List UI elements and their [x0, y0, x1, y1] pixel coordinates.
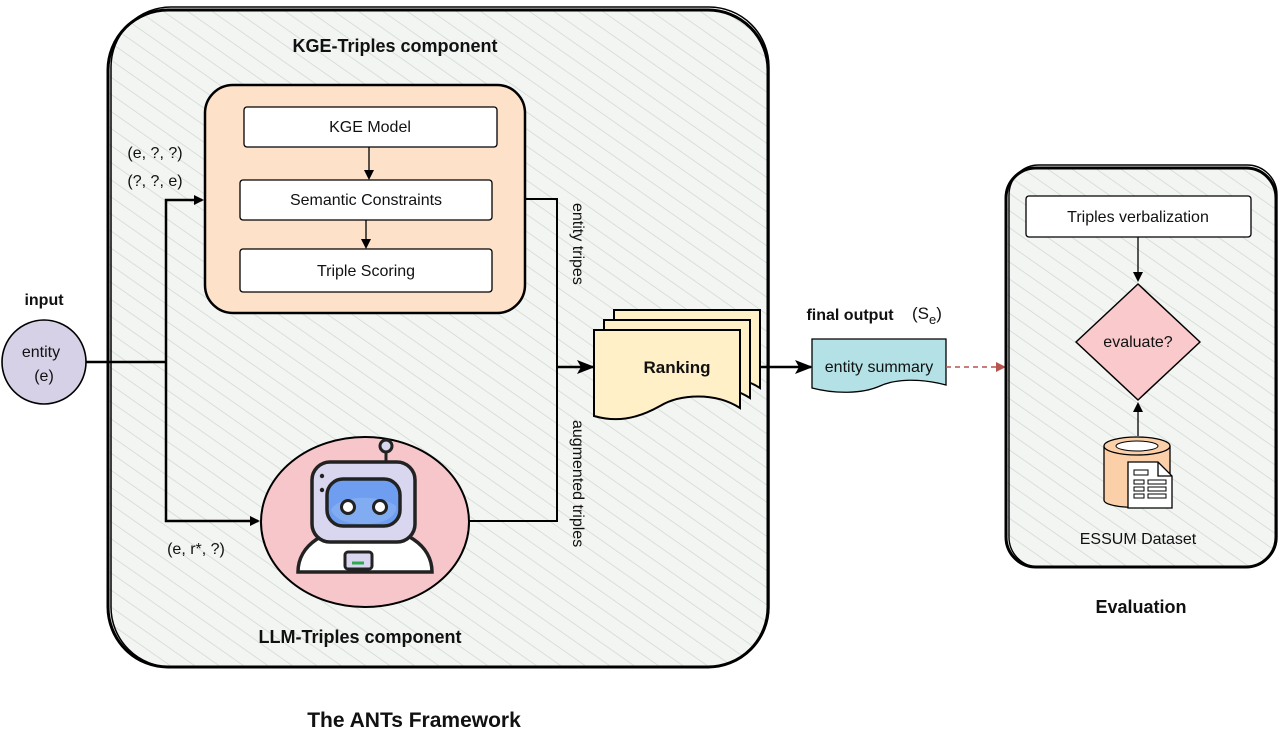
edge-kge-to-ranking — [525, 198, 558, 367]
kge-component-title: KGE-Triples component — [292, 36, 497, 56]
triple-scoring-label: Triple Scoring — [317, 263, 415, 280]
augmented-triples-label: augmented triples — [569, 420, 586, 547]
llm-query: (e, r*, ?) — [167, 541, 225, 558]
evaluate-label: evaluate? — [1103, 334, 1172, 351]
kge-query-1: (e, ?, ?) — [127, 145, 182, 162]
evaluation-title: Evaluation — [1095, 597, 1186, 617]
document-icon — [1127, 461, 1173, 509]
essum-dataset-label: ESSUM Dataset — [1080, 531, 1197, 548]
evaluate-decision — [1075, 283, 1201, 401]
output-symbol: (Se) — [912, 304, 942, 327]
kge-model-box — [243, 106, 498, 148]
kge-model-label: KGE Model — [329, 119, 411, 136]
robot-icon — [296, 438, 434, 574]
kge-query-2: (?, ?, e) — [127, 173, 182, 190]
triple-scoring-box — [239, 248, 493, 293]
semantic-constraints-label: Semantic Constraints — [290, 192, 442, 209]
triples-verbalization-label: Triples verbalization — [1067, 209, 1209, 226]
entity-summary-box — [811, 338, 947, 393]
framework-title: The ANTs Framework — [307, 709, 521, 732]
ranking-label: Ranking — [643, 358, 710, 377]
input-label: input — [24, 292, 64, 309]
edge-llm-to-ranking — [469, 367, 558, 522]
entity-node-line2: (e) — [34, 368, 54, 385]
entity-triples-label: entity tripes — [569, 203, 586, 285]
entity-summary-label: entity summary — [825, 359, 933, 376]
edge-input-to-llm — [164, 362, 260, 526]
edge-input-to-kge — [164, 195, 204, 362]
final-output-label: final output — [806, 307, 894, 324]
entity-node-line1: entity — [22, 344, 60, 361]
ranking-documents — [593, 309, 761, 421]
entity-node — [1, 319, 87, 405]
llm-component-title: LLM-Triples component — [258, 627, 461, 647]
